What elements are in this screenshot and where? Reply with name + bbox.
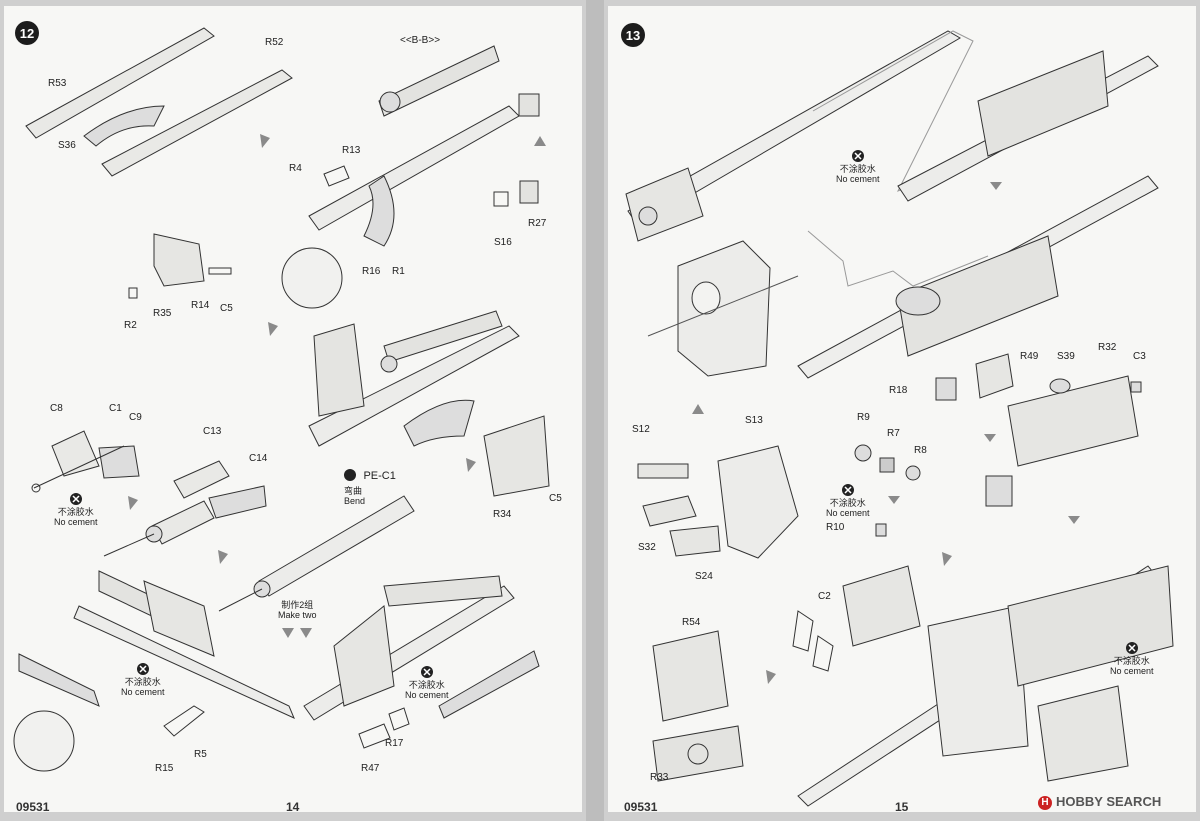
part-label: S13 (745, 415, 763, 426)
no-cement-en: No cement (826, 508, 870, 519)
part-label: R4 (289, 163, 302, 174)
no-cement-icon (851, 150, 864, 162)
bend-note-cn: 弯曲 (344, 486, 363, 496)
step-number-badge: 13 (621, 23, 645, 47)
part-label: R8 (914, 445, 927, 456)
part-label: R17 (385, 738, 404, 749)
no-cement-note: 不涂胶水 No cement (121, 663, 165, 698)
make-two-note: 制作2组 Make two (278, 600, 317, 621)
no-cement-icon (841, 484, 854, 496)
no-cement-icon (69, 493, 82, 505)
part-label: C5 (220, 303, 233, 314)
part-label: C9 (129, 412, 142, 423)
part-label: R15 (155, 763, 174, 774)
no-cement-cn: 不涂胶水 (839, 164, 876, 174)
watermark-text: HOBBY SEARCH (1056, 794, 1162, 809)
no-cement-icon (136, 663, 149, 675)
part-label: C8 (50, 403, 63, 414)
part-label: R10 (826, 522, 845, 533)
part-label: R53 (48, 78, 67, 89)
no-cement-en: No cement (121, 687, 165, 698)
bend-icon (344, 468, 356, 481)
part-label: C1 (109, 403, 122, 414)
instruction-page-left: 12 <<B-B>> R52 R53 S36 R13 R4 R16 R1 S16… (4, 6, 582, 812)
make-two-cn: 制作2组 (281, 600, 314, 610)
no-cement-cn: 不涂胶水 (124, 677, 161, 687)
part-label: R16 (362, 266, 381, 277)
part-label: R14 (191, 300, 210, 311)
part-label: R1 (392, 266, 405, 277)
part-label: R35 (153, 308, 172, 319)
page-number: 14 (286, 800, 300, 812)
no-cement-en: No cement (54, 517, 98, 528)
no-cement-note: 不涂胶水 No cement (54, 493, 98, 528)
page-number: 15 (895, 800, 909, 812)
part-label: S39 (1057, 351, 1075, 362)
bend-note-en: Bend (344, 496, 366, 507)
step-12-assembly-drawing (13, 27, 550, 772)
part-label: R13 (342, 145, 361, 156)
part-label: R7 (887, 428, 900, 439)
no-cement-icon (420, 666, 433, 678)
part-label: R5 (194, 749, 207, 760)
make-two-en: Make two (278, 610, 317, 621)
kit-code: 09531 (624, 800, 658, 812)
no-cement-cn: 不涂胶水 (57, 507, 94, 517)
kit-code: 09531 (16, 800, 50, 812)
part-label: R2 (124, 320, 137, 331)
part-label: S32 (638, 542, 656, 553)
section-label: <<B-B>> (400, 35, 441, 46)
instruction-page-right: 13 R49 R18 S39 R32 C3 S12 S13 R9 R7 R8 S… (608, 6, 1196, 812)
step-13-assembly-drawing (625, 30, 1174, 807)
part-label: R18 (889, 385, 908, 396)
no-cement-en: No cement (836, 174, 880, 185)
photo-etch-part-label: PE-C1 (363, 470, 396, 482)
part-label: C2 (818, 591, 831, 602)
part-label: R34 (493, 509, 512, 520)
no-cement-note: 不涂胶水 No cement (1110, 642, 1154, 677)
no-cement-cn: 不涂胶水 (1113, 656, 1150, 666)
no-cement-note: 不涂胶水 No cement (405, 666, 449, 701)
step-number-badge: 12 (15, 21, 39, 45)
part-label: R9 (857, 412, 870, 423)
part-label: R54 (682, 617, 701, 628)
part-label: C3 (1133, 351, 1146, 362)
part-label: S16 (494, 237, 512, 248)
no-cement-en: No cement (1110, 666, 1154, 677)
no-cement-icon (1125, 642, 1138, 654)
part-label: R49 (1020, 351, 1039, 362)
part-label: C13 (203, 426, 222, 437)
hobby-search-logo-icon: H (1038, 795, 1052, 810)
part-label: S24 (695, 571, 713, 582)
no-cement-en: No cement (405, 690, 449, 701)
part-label: S12 (632, 424, 650, 435)
part-label: R47 (361, 763, 380, 774)
no-cement-note: 不涂胶水 No cement (836, 150, 880, 185)
part-label: R52 (265, 37, 284, 48)
no-cement-cn: 不涂胶水 (408, 680, 445, 690)
part-label: C5 (549, 493, 562, 504)
bend-note: PE-C1 弯曲 Bend (344, 466, 396, 507)
part-label: R27 (528, 218, 547, 229)
part-label: R32 (1098, 342, 1117, 353)
watermark: H HOBBY SEARCH (1038, 794, 1161, 810)
book-gutter (586, 0, 604, 821)
part-label: C14 (249, 453, 268, 464)
no-cement-note: 不涂胶水 No cement (826, 484, 870, 519)
no-cement-cn: 不涂胶水 (829, 498, 866, 508)
part-label: S36 (58, 140, 76, 151)
part-label: R33 (650, 772, 669, 783)
